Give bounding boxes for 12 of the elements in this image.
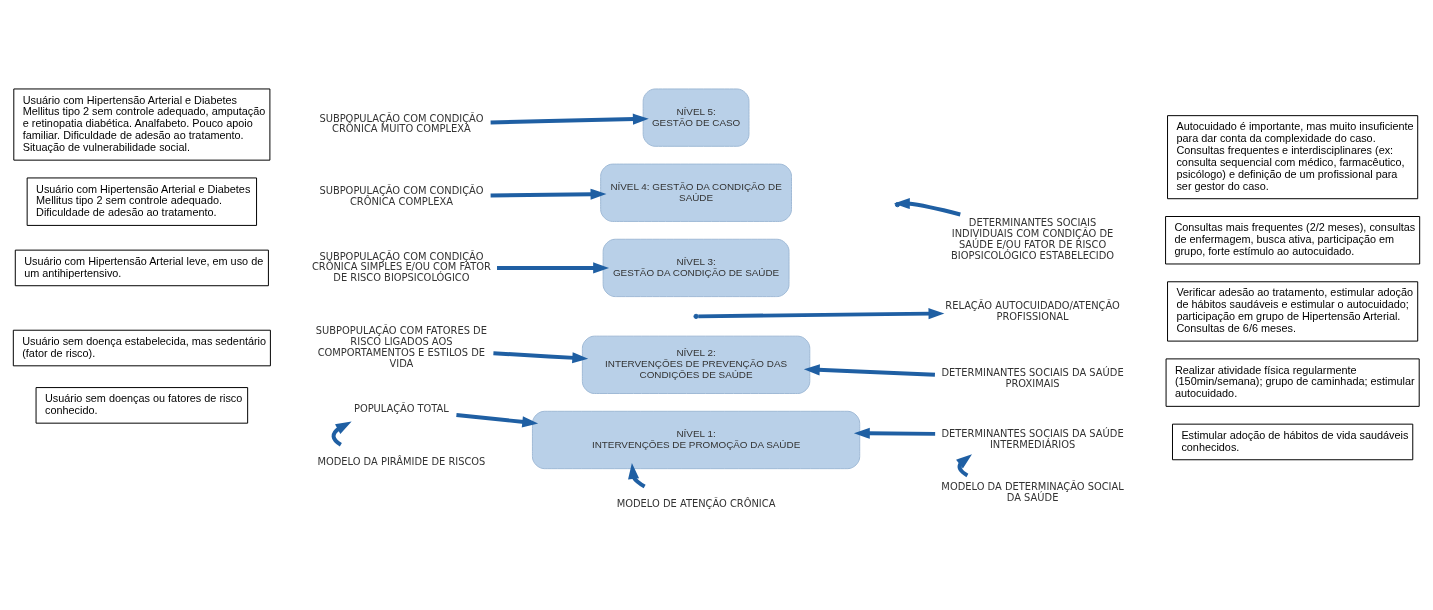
node-text: MODELO DA PIRÂMIDE DE RISCOS: [317, 455, 486, 467]
node-text: RELAÇÃO AUTOCUIDADO/ATENÇÃO PROFISSIONAL: [945, 299, 1120, 322]
node-text: DETERMINANTES SOCIAIS INDIVIDUAIS COM CONDIÇÃO DE SAÚDE E/OU FATOR DE RISCO BIOPSICOLÓGICO ESTABELECIDO: [951, 216, 1115, 261]
node-text: SUBPOPULAÇÃO COM CONDIÇÃO CRÔNICA SIMPLES E/OU COM FATOR DE RISCO BIOPSICOLÓGICO: [311, 250, 491, 283]
node-text: SUBPOPULAÇÃO COM CONDIÇÃO CRÔNICA MUITO COMPLEXA: [319, 112, 484, 134]
node-text: MODELO DE ATENÇÃO CRÔNICA: [616, 497, 776, 509]
node-text: SUBPOPULAÇÃO COM CONDIÇÃO CRÔNICA COMPLEXA: [319, 184, 484, 207]
node-text: DETERMINANTES SOCIAIS DA SAÚDE INTERMEDIÁRIOS: [941, 427, 1124, 450]
node-text: SUBPOPULAÇÃO COM FATORES DE RISCO LIGADOS AOS COMPORTAMENTOS E ESTILOS DE VIDA: [315, 324, 487, 369]
node-text: DETERMINANTES SOCIAIS DA SAÚDE PROXIMAIS: [941, 366, 1124, 389]
node-text: POPULAÇÃO TOTAL: [353, 402, 449, 414]
node-text: MODELO DA DETERMINAÇÃO SOCIAL DA SAÚDE: [941, 480, 1124, 503]
